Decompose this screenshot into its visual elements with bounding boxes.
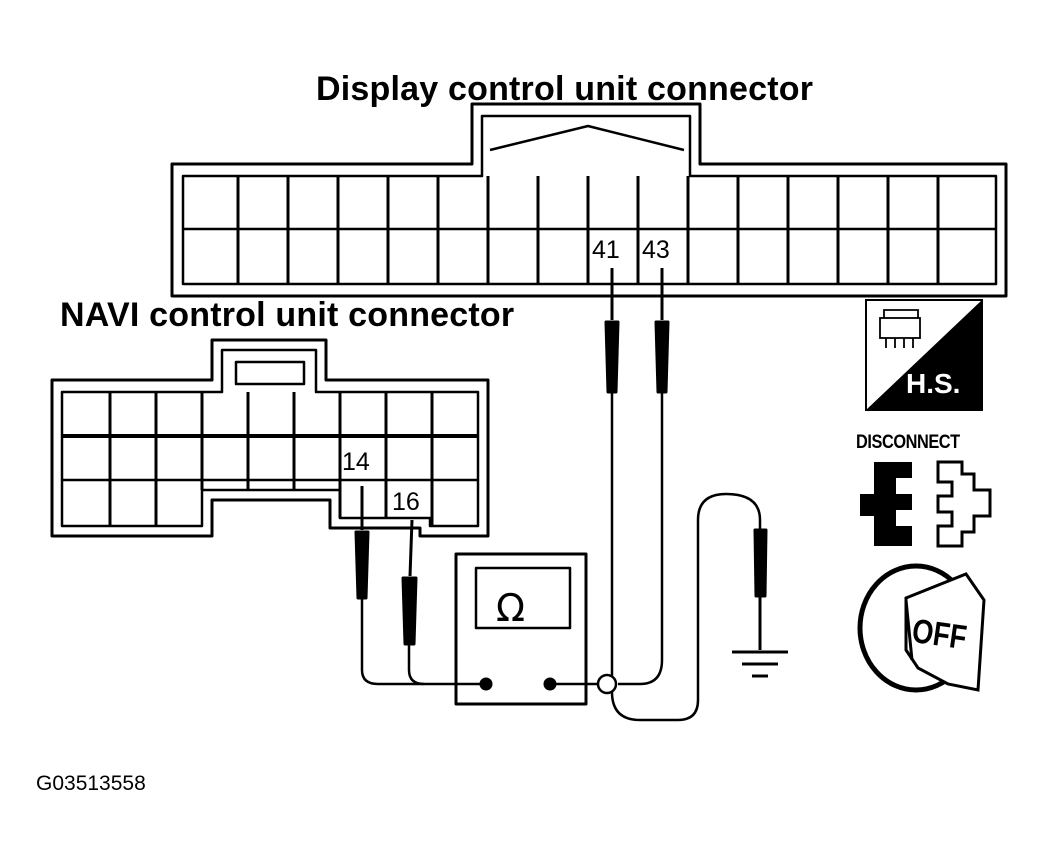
ground-lead bbox=[610, 492, 768, 722]
ground-symbol-icon bbox=[732, 650, 788, 678]
disconnect-connector-icon bbox=[860, 460, 992, 548]
probe-pin-14 bbox=[354, 486, 486, 686]
figure-id: G03513558 bbox=[36, 772, 146, 795]
harness-side-label: H.S. bbox=[906, 368, 961, 399]
pin-label-16: 16 bbox=[392, 488, 420, 516]
ignition-off-label: OFF bbox=[909, 612, 969, 658]
harness-side-icon bbox=[865, 299, 983, 411]
navi-connector-body bbox=[50, 338, 490, 538]
disconnect-label: DISCONNECT bbox=[856, 432, 960, 453]
ohmmeter bbox=[454, 552, 618, 706]
navi-connector-title: NAVI control unit connector bbox=[60, 296, 515, 334]
ohm-symbol: Ω bbox=[496, 586, 526, 630]
display-connector-title: Display control unit connector bbox=[316, 70, 814, 108]
pin-label-14: 14 bbox=[342, 448, 370, 476]
probe-pin-16 bbox=[401, 519, 425, 686]
pin-label-43: 43 bbox=[642, 236, 670, 264]
probe-pin-43 bbox=[618, 268, 670, 686]
display-connector-body bbox=[170, 102, 1008, 298]
ignition-key-off-icon bbox=[857, 563, 986, 693]
pin-label-41: 41 bbox=[592, 236, 620, 264]
probe-pin-41 bbox=[604, 268, 620, 676]
